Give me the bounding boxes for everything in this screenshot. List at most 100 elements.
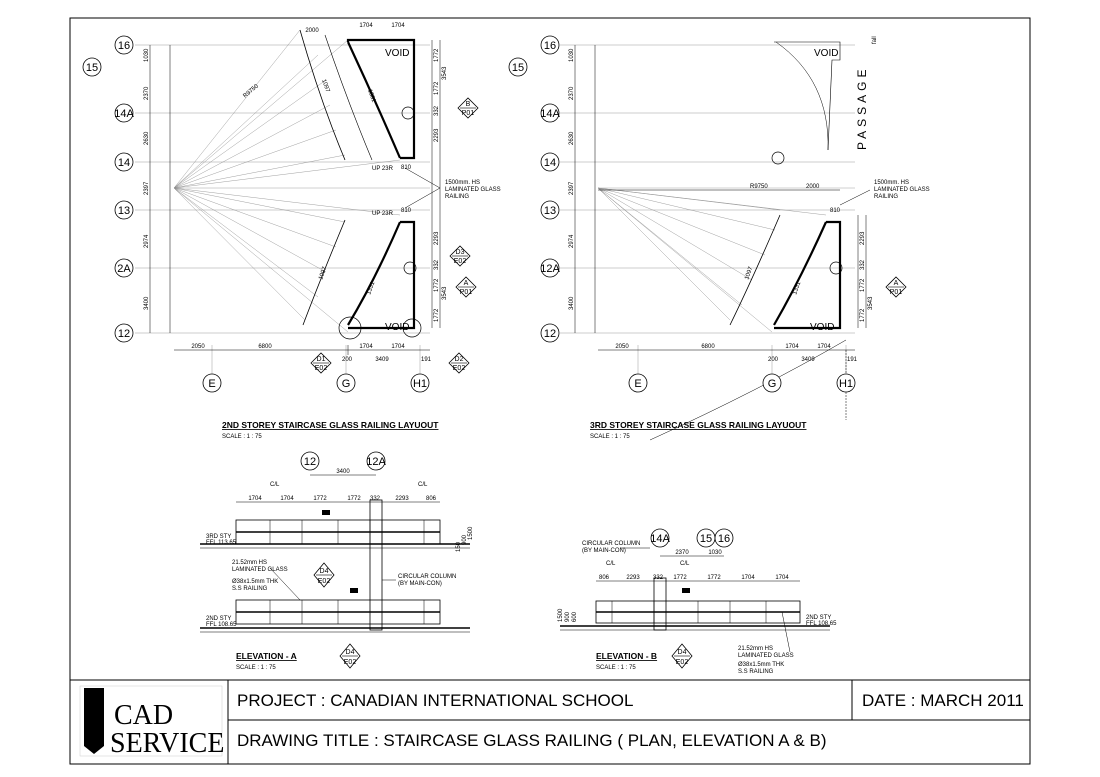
right-dim: 332 xyxy=(434,105,440,116)
tag-bot: P01 xyxy=(890,289,903,296)
tread-dim: 1097 xyxy=(320,79,330,94)
top-dim: 1772 xyxy=(673,575,687,581)
tag-top: D3 xyxy=(456,249,465,256)
detail-tag: D4 E02 xyxy=(671,643,693,669)
railing-note: LAMINATED GLASS xyxy=(874,187,930,193)
row-dim: 1030 xyxy=(569,48,575,62)
row-dim: 2397 xyxy=(569,181,575,195)
plan-title: 2ND STOREY STAIRCASE GLASS RAILING LAYUO… xyxy=(222,420,439,430)
bottom-dim: 1704 xyxy=(817,344,831,350)
top-dim: 1772 xyxy=(347,496,361,502)
elevation-title: ELEVATION - B xyxy=(596,651,657,661)
tag-top: A xyxy=(894,280,899,287)
right-dim: 3543 xyxy=(442,286,448,300)
grid-row-label: 13 xyxy=(544,205,556,217)
grid-row-label: 15 xyxy=(512,62,524,74)
cad-service-logo: S CAD SERVICE xyxy=(79,685,224,759)
bottom-dim: 1704 xyxy=(785,344,799,350)
tag-top: D4 xyxy=(320,568,329,575)
grid-col-label: G xyxy=(342,378,351,390)
tread-dim: 1097 xyxy=(744,265,754,280)
grid-label: 16 xyxy=(718,533,730,545)
cl-label: C/L xyxy=(418,482,428,488)
right-dim: 332 xyxy=(434,259,440,270)
railing-note: RAILING xyxy=(874,194,898,200)
rail-note: S.S RAILING xyxy=(232,586,268,592)
right-dim: 1772 xyxy=(860,308,866,322)
logo-line2: SERVICE xyxy=(110,728,224,759)
cl-label: C/L xyxy=(270,482,280,488)
tag-top: D4 xyxy=(346,649,355,656)
elevation-title: ELEVATION - A xyxy=(236,651,297,661)
top-dim: 1704 xyxy=(775,575,789,581)
right-dim: 2293 xyxy=(434,128,440,142)
storey-label: 3RD STY xyxy=(206,534,231,540)
glass-note: LAMINATED GLASS xyxy=(738,653,794,659)
storey-label: FFL 108.65 xyxy=(806,621,837,627)
row-dim: 2630 xyxy=(569,131,575,145)
rail-note: Ø38x1.5mm THK xyxy=(232,579,278,585)
tag-bot: E02 xyxy=(454,258,467,265)
column-note: CIRCULAR COLUMN xyxy=(398,574,456,580)
project-title: PROJECT : CANADIAN INTERNATIONAL SCHOOL xyxy=(237,691,633,710)
row-dim: 2974 xyxy=(144,234,150,248)
right-dim: 3543 xyxy=(442,66,448,80)
detail-tag: D2 E02 xyxy=(448,352,470,374)
railing-note: 1500mm. HS xyxy=(874,180,909,186)
row-dim: 2370 xyxy=(144,86,150,100)
side-dim: 150 xyxy=(456,541,462,552)
cl-label: C/L xyxy=(680,561,690,567)
date-label: DATE : MARCH 2011 xyxy=(862,691,1024,710)
top-dim: 2000 xyxy=(806,184,820,190)
right-dim: 1772 xyxy=(434,308,440,322)
detail-tag: D4 E02 xyxy=(313,562,335,588)
right-dim: 2293 xyxy=(860,231,866,245)
tag-bot: E02 xyxy=(318,578,331,585)
row-dim: 2370 xyxy=(569,86,575,100)
storey-label: 2ND STY xyxy=(806,615,831,621)
right-dim: 1772 xyxy=(434,278,440,292)
storey-label: 2ND STY xyxy=(206,616,231,622)
tag-top: B xyxy=(466,101,471,108)
grid-dim: 1030 xyxy=(708,550,722,556)
grid-row-label: 12 xyxy=(118,328,130,340)
tag-top: D2 xyxy=(455,356,464,363)
span-dim: 3400 xyxy=(336,469,350,475)
top-dim: 806 xyxy=(426,496,437,502)
bottom-dim: 200 xyxy=(342,357,353,363)
sheet-border xyxy=(69,17,1031,765)
side-dim: 900 xyxy=(565,611,571,622)
bottom-dim: 1704 xyxy=(391,344,405,350)
top-dim: 332 xyxy=(370,496,381,502)
plan-title: 3RD STOREY STAIRCASE GLASS RAILING LAYUO… xyxy=(590,420,807,430)
bottom-dim: 3409 xyxy=(375,357,389,363)
column-note: CIRCULAR COLUMN xyxy=(582,541,640,547)
tread-dim: 1331 xyxy=(366,89,376,104)
fall-label: fall xyxy=(872,36,878,44)
row-dim: 3400 xyxy=(144,296,150,310)
tag-top: D1 xyxy=(317,356,326,363)
grid-col-label: G xyxy=(768,378,777,390)
elevation-b: 14A 15 16 2370 1030 CIRCULAR COLUMN (BY … xyxy=(558,528,837,675)
bottom-dim: 191 xyxy=(421,357,432,363)
grid-bubbles-cols: E G H1 xyxy=(202,373,430,393)
right-dim: 2293 xyxy=(434,231,440,245)
rail-note: S.S RAILING xyxy=(738,669,774,675)
bottom-dim: 6800 xyxy=(258,344,272,350)
bottom-dim: 191 xyxy=(847,357,858,363)
storey-label: FFL 108.65 xyxy=(206,622,237,628)
tag-bot: E02 xyxy=(453,365,466,372)
top-dim: 810 xyxy=(830,208,841,214)
void-label: VOID xyxy=(385,48,409,59)
void-label: VOID xyxy=(810,322,834,333)
glass-note: LAMINATED GLASS xyxy=(232,567,288,573)
plan-scale: SCALE : 1 : 75 xyxy=(590,434,630,440)
section-tag: B P01 xyxy=(457,97,479,119)
grid-col-label: H1 xyxy=(839,378,853,390)
railing-note: 1500mm. HS xyxy=(445,180,480,186)
grid-col-label: E xyxy=(634,378,641,390)
plan-scale: SCALE : 1 : 75 xyxy=(222,434,262,440)
grid-row-label: 14A xyxy=(114,108,134,120)
section-tag: A P01 xyxy=(885,276,907,298)
right-dim: 810 xyxy=(401,208,412,214)
